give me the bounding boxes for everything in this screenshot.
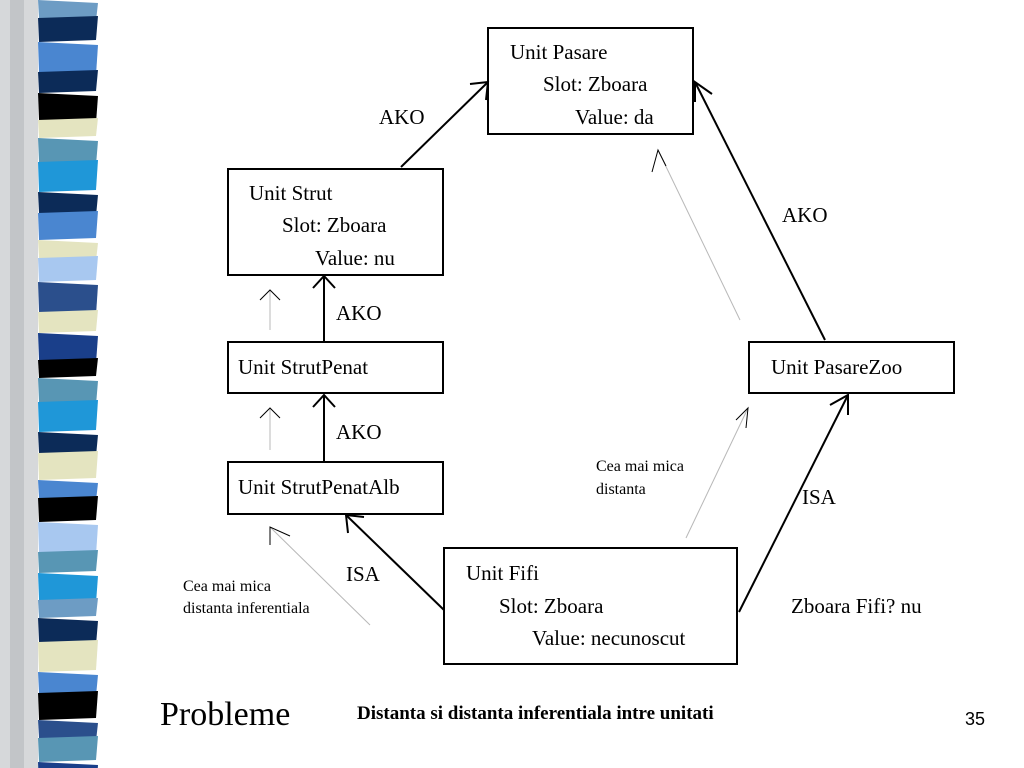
unit-fifi-slot: Slot: Zboara	[499, 594, 604, 618]
stripe-segments	[38, 0, 98, 768]
stripe-segment	[38, 70, 98, 93]
unit-strut-value: Value: nu	[315, 246, 395, 270]
stripe-segment	[38, 522, 98, 555]
slide-subtitle: Distanta si distanta inferentiala intre …	[357, 703, 714, 724]
stripe-segment	[38, 451, 98, 480]
stripe-segment	[38, 211, 98, 240]
page-number: 35	[965, 709, 985, 729]
unit-fifi-value: Value: necunoscut	[532, 626, 686, 650]
ako-arrow-strutpenat-strut	[312, 274, 336, 342]
unit-pasare-slot: Slot: Zboara	[543, 72, 648, 96]
stripe-segment	[38, 720, 98, 741]
stripe-segment	[38, 691, 98, 720]
ako-arrow-strutpenatalb-strutpenat	[312, 393, 336, 462]
stripe-segment	[38, 282, 98, 315]
isa-arrow-fifi-strutpenatalb	[344, 513, 445, 611]
stripe-segment	[38, 496, 98, 522]
stripe-segment	[38, 192, 98, 216]
stripe-segment	[38, 598, 98, 618]
stripe-segment	[38, 550, 98, 573]
unit-pasare-title: Unit Pasare	[510, 40, 607, 64]
unit-strutpenat-box: Unit StrutPenat	[227, 341, 444, 394]
ako-label-strutpenat-strut: AKO	[336, 301, 382, 325]
isa-arrow-fifi-pasarezoo	[738, 393, 849, 613]
stripe-segment	[38, 333, 98, 363]
isa-label-fifi-strutpenatalb: ISA	[346, 562, 381, 586]
ako-arrow-pasarezoo-pasare	[694, 80, 826, 341]
unit-pasarezoo-box: Unit PasareZoo	[748, 341, 955, 394]
unit-fifi-title: Unit Fifi	[466, 561, 539, 585]
stripe-segment	[38, 480, 98, 501]
inferential-distance-note: Cea mai mica distanta inferentiala	[183, 578, 310, 617]
shortest-distance-line-2: distanta	[596, 481, 646, 498]
unit-strutpenat-title: Unit StrutPenat	[238, 355, 368, 379]
stripe-segment	[38, 378, 98, 405]
stripe-segment	[38, 618, 98, 645]
decorative-stripe-bar	[0, 0, 98, 768]
unit-fifi-box: Unit Fifi Slot: Zboara Value: necunoscut	[443, 547, 738, 665]
ako-label-pasarezoo-pasare: AKO	[782, 203, 828, 227]
faint-arrow-shortest-distance	[685, 406, 749, 539]
stripe-segment	[38, 16, 98, 42]
inferential-distance-line-2: distanta inferentiala	[183, 600, 310, 617]
stripe-segment	[38, 672, 98, 696]
unit-strutpenatalb-title: Unit StrutPenatAlb	[238, 475, 400, 499]
shortest-distance-note: Cea mai mica distanta	[596, 458, 684, 498]
stripe-shadow-inner	[10, 0, 24, 768]
unit-pasare-value: Value: da	[575, 105, 654, 129]
stripe-segment	[38, 160, 98, 192]
unit-pasare-box: Unit Pasare Slot: Zboara Value: da	[487, 27, 694, 135]
stripe-segment	[38, 240, 98, 261]
ako-arrow-strut-pasare	[400, 80, 490, 168]
unit-strut-box: Unit Strut Slot: Zboara Value: nu	[227, 168, 444, 276]
faint-arrow-inferential-distance	[269, 526, 371, 626]
stripe-segment	[38, 640, 98, 672]
unit-strut-slot: Slot: Zboara	[282, 213, 387, 237]
faint-arrow-strutpenat-strut	[259, 289, 281, 330]
inferential-distance-line-1: Cea mai mica	[183, 578, 271, 595]
isa-label-fifi-pasarezoo: ISA	[802, 485, 837, 509]
stripe-segment	[38, 256, 98, 282]
faint-arrow-strutpenatalb-strutpenat	[259, 407, 281, 450]
shortest-distance-line-1: Cea mai mica	[596, 458, 684, 475]
ako-label-strut-pasare: AKO	[379, 105, 425, 129]
stripe-segment	[38, 736, 98, 762]
stripe-segment	[38, 93, 98, 123]
slide-title: Probleme	[160, 696, 290, 733]
stripe-segment	[38, 358, 98, 378]
ako-label-strutpenatalb-strutpenat: AKO	[336, 420, 382, 444]
stripe-segment	[38, 573, 98, 603]
question-text: Zboara Fifi? nu	[791, 594, 922, 618]
stripe-segment	[38, 42, 98, 75]
stripe-segment	[38, 310, 98, 333]
stripe-segment	[38, 138, 98, 165]
stripe-segment	[38, 432, 98, 456]
stripe-segment	[38, 118, 98, 138]
stripe-segment	[38, 400, 98, 432]
stripe-segment	[38, 0, 98, 21]
unit-strutpenatalb-box: Unit StrutPenatAlb	[227, 461, 444, 515]
faint-arrow-to-pasare	[651, 148, 741, 321]
unit-strut-title: Unit Strut	[249, 181, 333, 205]
unit-pasarezoo-title: Unit PasareZoo	[771, 355, 902, 379]
stripe-segment	[38, 762, 98, 768]
